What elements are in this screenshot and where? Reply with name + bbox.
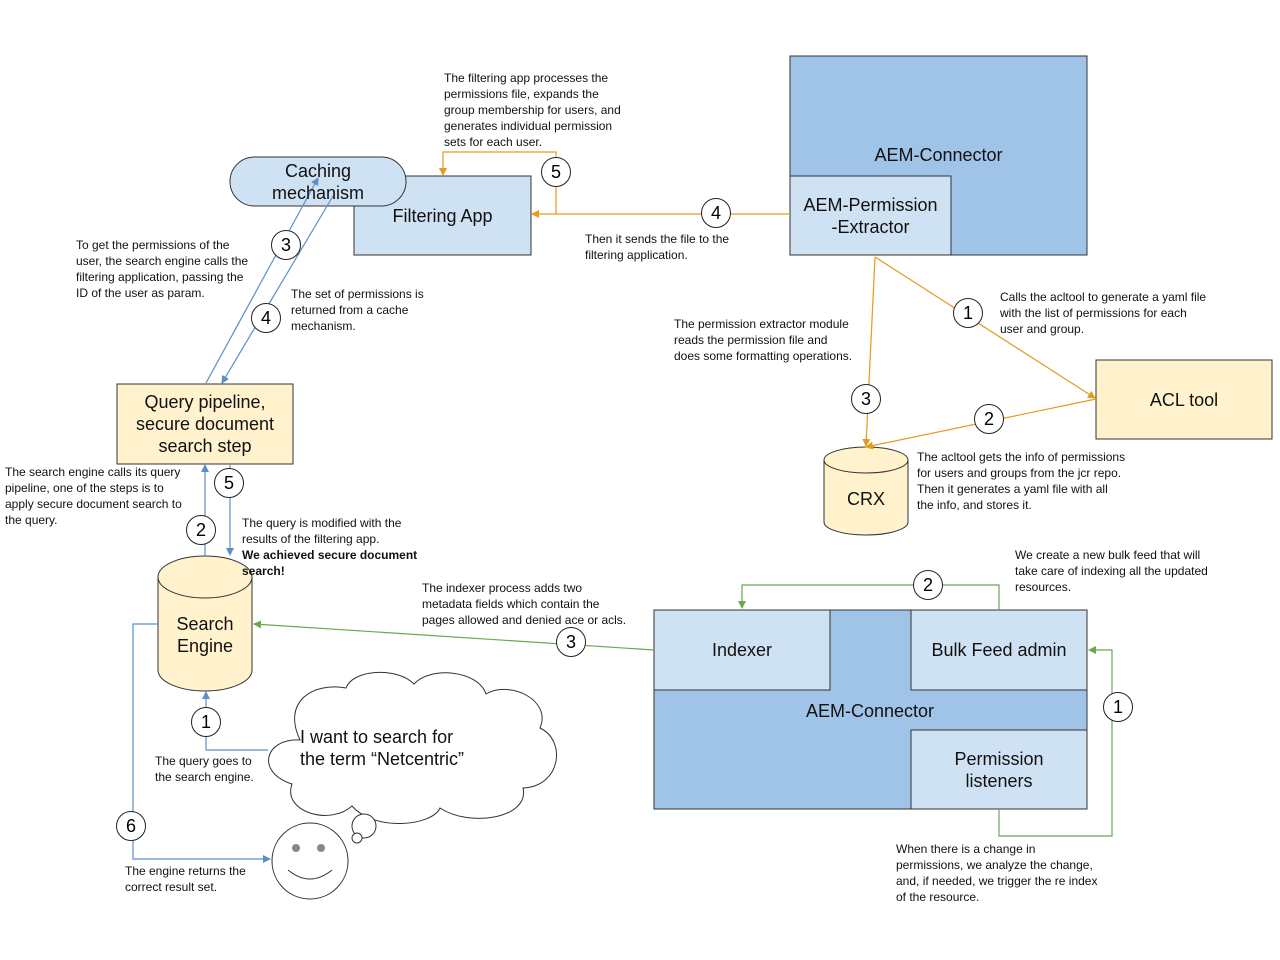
crx-cylinder [823,446,909,536]
acl-tool-label: ACL tool [1149,389,1219,410]
step-3-indexer: 3 [556,627,586,657]
arrow-bulk-to-indexer [738,584,1000,610]
note-query-goes: The query goes to the search engine. [155,754,254,784]
arrow-listeners-to-bulk [998,646,1113,837]
arrow-pipeline-to-cache [205,177,319,384]
step-5-filtering: 5 [541,157,571,187]
arrow-extractor-to-acl [874,256,1096,399]
note-calls-acltool: Calls the acltool to generate a yaml fil… [1000,290,1207,336]
note-set-returned: The set of permissions is returned from … [291,287,424,333]
search-engine-label: Search Engine [176,614,234,656]
permission-listeners-label: Permission listeners [954,748,1044,791]
arrow-cache-to-pipeline [221,195,334,384]
thought-text: I want to search for the term “Netcentri… [300,727,465,769]
note-new-bulk-feed: We create a new bulk feed that will take… [1015,548,1208,594]
note-query-modified: The query is modified with the results o… [242,499,462,595]
step-2-acl: 2 [974,404,1004,434]
note-indexer-adds: The indexer process adds two metadata fi… [422,581,627,627]
aem-connector-top-label: AEM-Connector [874,145,1003,165]
step-2-engine: 2 [186,515,216,545]
permission-listeners-box [910,729,1088,810]
note-query-modified-text: The query is modified with the results o… [242,516,402,546]
note-sends-file: Then it sends the file to the filtering … [585,232,730,262]
step-6-result: 6 [116,811,146,841]
user-smiley-icon [271,822,349,900]
arrow-indexer-to-engine [253,620,655,651]
step-1-query: 1 [191,707,221,737]
query-pipeline-label: Query pipeline, secure document search s… [135,392,275,456]
step-5-pipeline: 5 [214,468,244,498]
bulk-feed-admin-box [910,609,1088,691]
aem-connector-bottom-label: AEM-Connector [805,701,935,721]
note-query-modified-bold: We achieved secure document search! [242,548,418,578]
search-engine-cylinder [157,555,253,692]
indexer-label: Indexer [711,640,773,660]
note-change-in-permissions: When there is a change in permissions, w… [896,842,1098,904]
aem-permission-extractor-box [789,175,952,256]
indexer-box [653,609,831,691]
step-4-send: 4 [701,198,731,228]
step-4-cache: 4 [251,303,281,333]
note-engine-calls-pipeline: The search engine calls its query pipeli… [5,465,182,527]
crx-label: CRX [846,489,885,509]
step-1-listeners: 1 [1103,692,1133,722]
arrow-extractor-to-crx [862,256,876,447]
step-3-crx: 3 [851,384,881,414]
note-filtering-app-processes: The filtering app processes the permissi… [444,71,621,149]
step-1-acl: 1 [953,298,983,328]
caching-mechanism-label: Caching mechanism [271,160,365,203]
step-2-bulk: 2 [913,570,943,600]
step-3-pipeline: 3 [271,230,301,260]
note-engine-returns: The engine returns the correct result se… [125,864,246,894]
note-get-permissions: To get the permissions of the user, the … [76,238,249,300]
note-extractor-reads: The permission extractor module reads th… [674,317,853,363]
note-acltool-gets: The acltool gets the info of permissions… [917,450,1126,512]
aem-permission-extractor-label: AEM-Permission -Extractor [803,194,938,237]
filtering-app-label: Filtering App [392,206,493,226]
acl-tool-box [1095,359,1273,440]
bulk-feed-admin-label: Bulk Feed admin [931,640,1067,660]
thought-cloud [268,671,557,844]
arrow-engine-to-user [132,623,271,863]
